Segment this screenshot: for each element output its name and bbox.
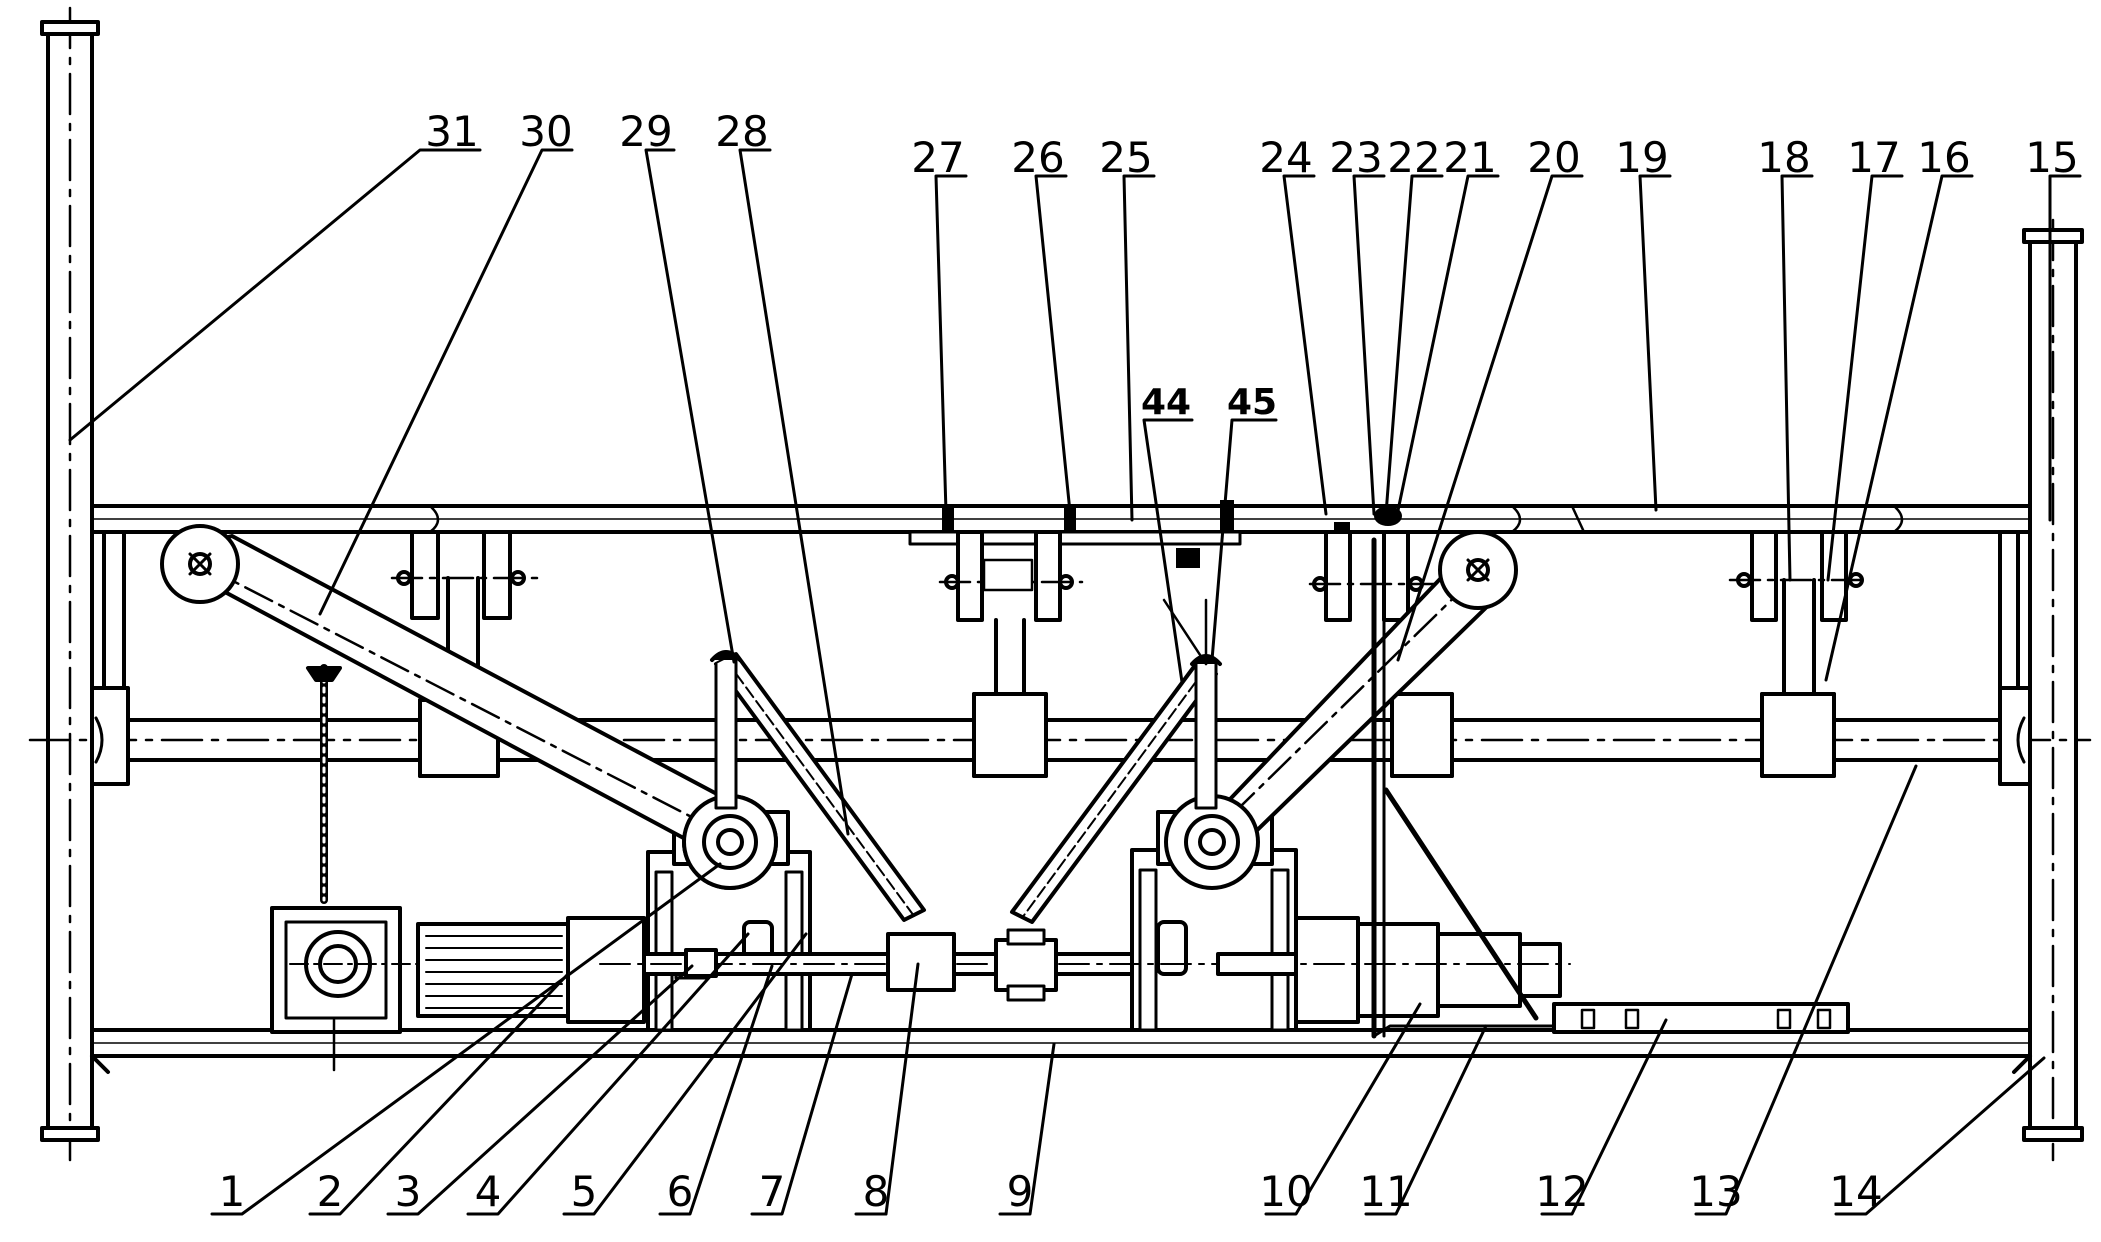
link-rod-left: [710, 650, 926, 922]
part-label-labels_top-26: 26: [1011, 133, 1064, 182]
part-label-labels_bottom-8: 8: [863, 1167, 890, 1216]
part-label-labels_top-29: 29: [619, 107, 672, 156]
part-label-labels_mid-45: 45: [1227, 382, 1277, 423]
left-gearbox: [270, 906, 431, 1072]
right-inclined-arm: [1164, 530, 1518, 890]
vertical-rod-right: [1371, 537, 1572, 1039]
leader-lines: [68, 148, 2082, 1216]
part-label-labels_top-19: 19: [1615, 133, 1668, 182]
part-label-labels_bottom-10: 10: [1259, 1167, 1312, 1216]
left-motor: [416, 916, 646, 1024]
part-label-labels_top-23: 23: [1329, 133, 1382, 182]
part-label-labels_bottom-6: 6: [667, 1167, 694, 1216]
part-label-labels_top-20: 20: [1527, 133, 1580, 182]
part-label-labels_bottom-13: 13: [1689, 1167, 1742, 1216]
part-label-labels_top-21: 21: [1443, 133, 1496, 182]
right-post: [2022, 218, 2084, 1162]
part-label-labels_top-24: 24: [1259, 133, 1312, 182]
right-motor: [1294, 916, 1562, 1024]
part-label-labels_top-31: 31: [425, 107, 478, 156]
part-label-labels_bottom-2: 2: [317, 1167, 344, 1216]
part-label-labels_bottom-4: 4: [475, 1167, 502, 1216]
left-screw-rod: [306, 664, 342, 904]
left-post: [40, 6, 100, 1162]
part-label-labels_top-28: 28: [715, 107, 768, 156]
part-label-labels_bottom-11: 11: [1359, 1167, 1412, 1216]
part-label-labels_bottom-7: 7: [759, 1167, 786, 1216]
part-label-labels_bottom-3: 3: [395, 1167, 422, 1216]
bottom-plate-right: [1552, 1002, 1850, 1034]
part-label-labels_mid-44: 44: [1141, 382, 1191, 423]
part-label-labels_top-15: 15: [2025, 133, 2078, 182]
part-label-labels_top-25: 25: [1099, 133, 1152, 182]
part-label-labels_top-18: 18: [1757, 133, 1810, 182]
lower-drive-shaft: [599, 928, 1571, 1002]
link-rod-right: [1010, 598, 1222, 924]
part-label-labels_bottom-14: 14: [1829, 1167, 1882, 1216]
part-label-labels_top-27: 27: [911, 133, 964, 182]
part-label-labels_top-30: 30: [519, 107, 572, 156]
part-label-labels_bottom-9: 9: [1007, 1167, 1034, 1216]
part-label-labels_top-22: 22: [1387, 133, 1440, 182]
part-label-labels_bottom-1: 1: [219, 1167, 246, 1216]
part-label-labels_bottom-5: 5: [571, 1167, 598, 1216]
left-inclined-arm: [160, 524, 778, 890]
part-label-labels_bottom-12: 12: [1535, 1167, 1588, 1216]
part-label-labels_top-16: 16: [1917, 133, 1970, 182]
middle-shaft: [28, 686, 2092, 786]
part-label-labels_top-17: 17: [1847, 133, 1900, 182]
bottom-base: [90, 1028, 2032, 1074]
